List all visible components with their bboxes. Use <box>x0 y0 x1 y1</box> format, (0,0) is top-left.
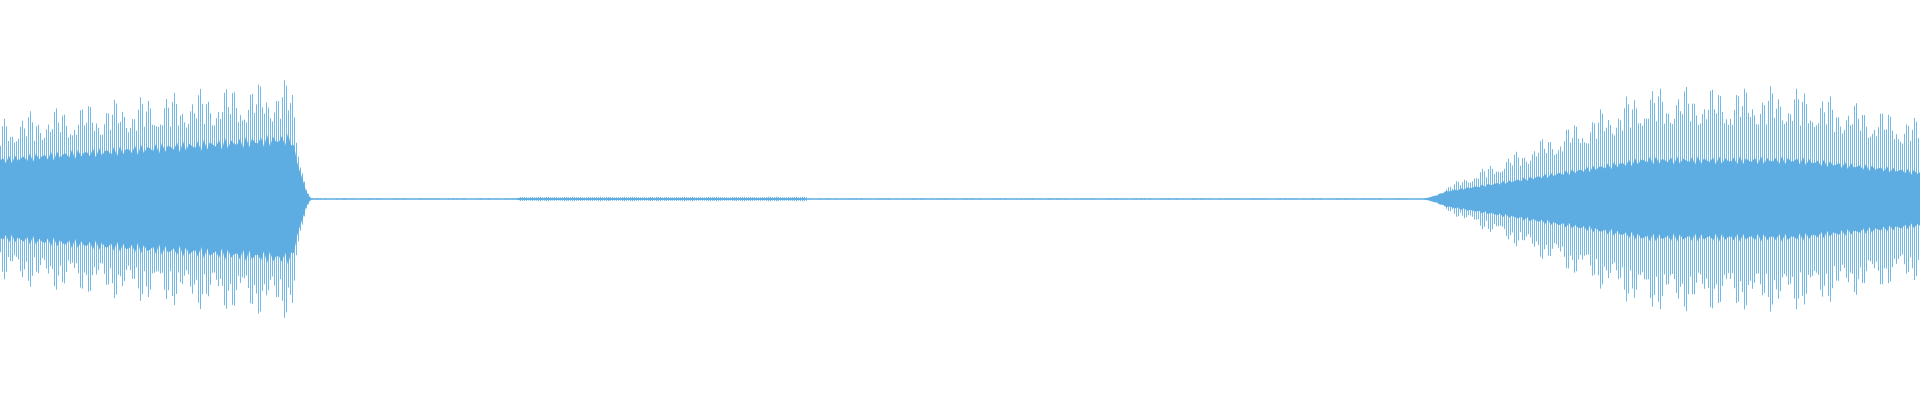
waveform-body <box>0 133 1920 265</box>
